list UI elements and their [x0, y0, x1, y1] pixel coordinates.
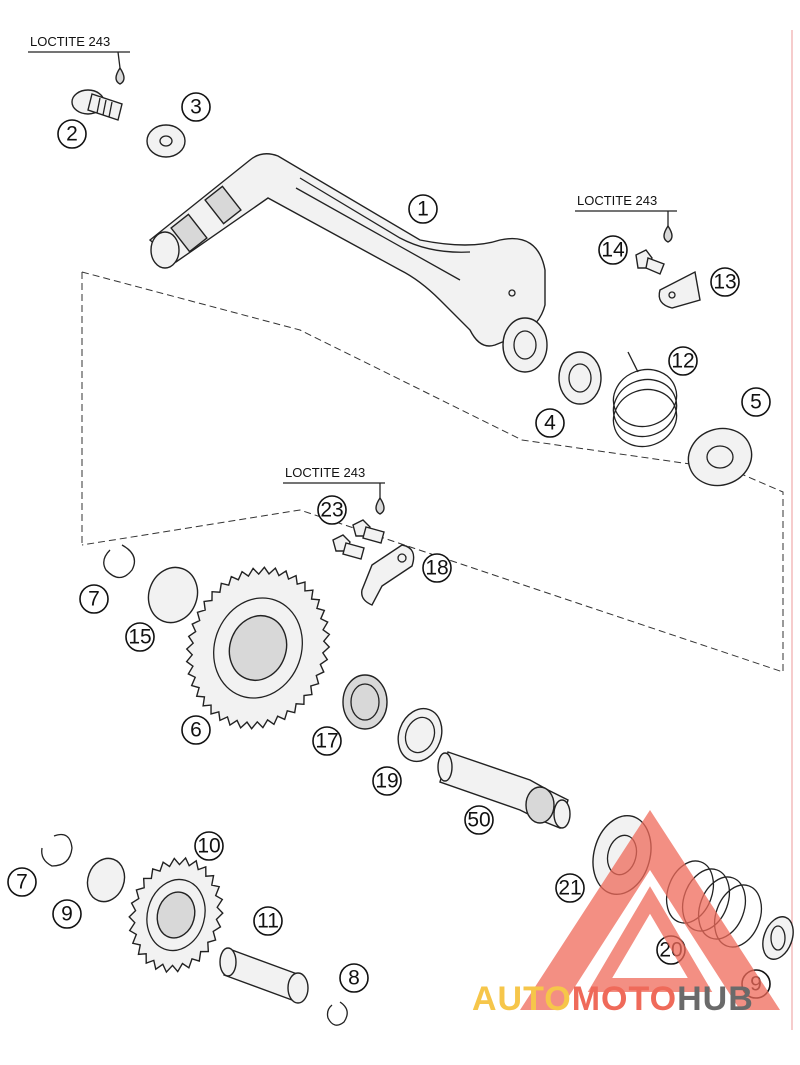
part-7-circlip-top [103, 544, 136, 579]
part-7-circlip-bottom [41, 833, 73, 867]
callout-13: 13 [710, 267, 740, 297]
callout-21: 21 [555, 873, 585, 903]
part-9-washer-right [762, 916, 794, 960]
callout-2: 2 [57, 119, 87, 149]
callout-3: 3 [181, 92, 211, 122]
part-19-washer [397, 707, 443, 763]
watermark-hub: HUB [677, 980, 754, 1018]
part-17-needle-bearing [342, 674, 388, 730]
svg-text:6: 6 [190, 719, 202, 742]
callout-11: 11 [253, 906, 283, 936]
callout-12: 12 [668, 346, 698, 376]
svg-text:1: 1 [417, 198, 429, 221]
svg-text:4: 4 [544, 412, 556, 435]
part-9-washer-left [86, 857, 126, 903]
svg-text:23: 23 [320, 499, 343, 522]
svg-text:9: 9 [61, 903, 73, 926]
watermark-text: AUTOMOTOHUB [472, 980, 754, 1019]
callout-5: 5 [741, 387, 771, 417]
svg-text:12: 12 [671, 350, 694, 373]
part-12-spring [612, 351, 678, 448]
svg-text:18: 18 [425, 557, 448, 580]
callout-4: 4 [535, 408, 565, 438]
svg-text:5: 5 [750, 391, 762, 414]
watermark-auto: AUTO [472, 980, 572, 1018]
svg-text:7: 7 [16, 871, 28, 894]
callout-19: 19 [372, 766, 402, 796]
part-8-circlip [326, 1001, 348, 1026]
part-5-washer [687, 427, 753, 487]
callout-8: 8 [339, 963, 369, 993]
threadlocker-drop-icon [115, 66, 125, 85]
threadlocker-drop-icon [663, 224, 673, 243]
svg-text:17: 17 [315, 730, 338, 753]
callout-23: 23 [317, 495, 347, 525]
watermark-logo [520, 810, 780, 1010]
svg-text:13: 13 [713, 271, 736, 294]
part-4-seal [558, 351, 602, 405]
loctite-note-2: LOCTITE 243 [575, 193, 677, 243]
part-13-bracket [658, 270, 701, 309]
callout-7-bottom: 7 [7, 867, 37, 897]
part-10-gear [128, 856, 224, 974]
callout-10: 10 [194, 831, 224, 861]
threadlocker-drop-icon [375, 496, 385, 515]
svg-text:LOCTITE 243: LOCTITE 243 [577, 193, 657, 208]
svg-text:50: 50 [467, 809, 490, 832]
part-14-bolt [635, 249, 665, 275]
svg-text:LOCTITE 243: LOCTITE 243 [285, 465, 365, 480]
part-1-kick-lever [148, 153, 548, 373]
part-50-shaft [437, 751, 571, 829]
callout-9-left: 9 [52, 899, 82, 929]
svg-text:3: 3 [190, 96, 202, 119]
callout-17: 17 [312, 726, 342, 756]
callout-1: 1 [408, 194, 438, 224]
svg-text:2: 2 [66, 123, 78, 146]
svg-text:LOCTITE 243: LOCTITE 243 [30, 34, 110, 49]
callout-14: 14 [598, 235, 628, 265]
callout-50: 50 [464, 805, 494, 835]
svg-text:14: 14 [601, 239, 625, 262]
callout-18: 18 [422, 553, 452, 583]
part-15-washer [147, 566, 199, 624]
loctite-note-1: LOCTITE 243 [28, 34, 130, 85]
svg-text:7: 7 [88, 588, 100, 611]
svg-text:11: 11 [257, 910, 279, 933]
watermark-moto: MOTO [571, 980, 678, 1018]
part-2-screw [71, 89, 123, 121]
callout-15: 15 [125, 622, 155, 652]
svg-text:19: 19 [375, 770, 398, 793]
part-23-bolts [332, 519, 385, 560]
callout-7-top: 7 [79, 584, 109, 614]
svg-text:15: 15 [128, 626, 151, 649]
part-11-pin [219, 947, 309, 1004]
part-3-washer [146, 124, 186, 158]
callout-6: 6 [181, 715, 211, 745]
part-18-pawl [361, 544, 415, 606]
svg-text:10: 10 [197, 835, 220, 858]
svg-text:21: 21 [558, 877, 581, 900]
loctite-note-3: LOCTITE 243 [283, 465, 385, 515]
svg-text:8: 8 [348, 967, 360, 990]
part-6-large-gear [185, 566, 331, 730]
